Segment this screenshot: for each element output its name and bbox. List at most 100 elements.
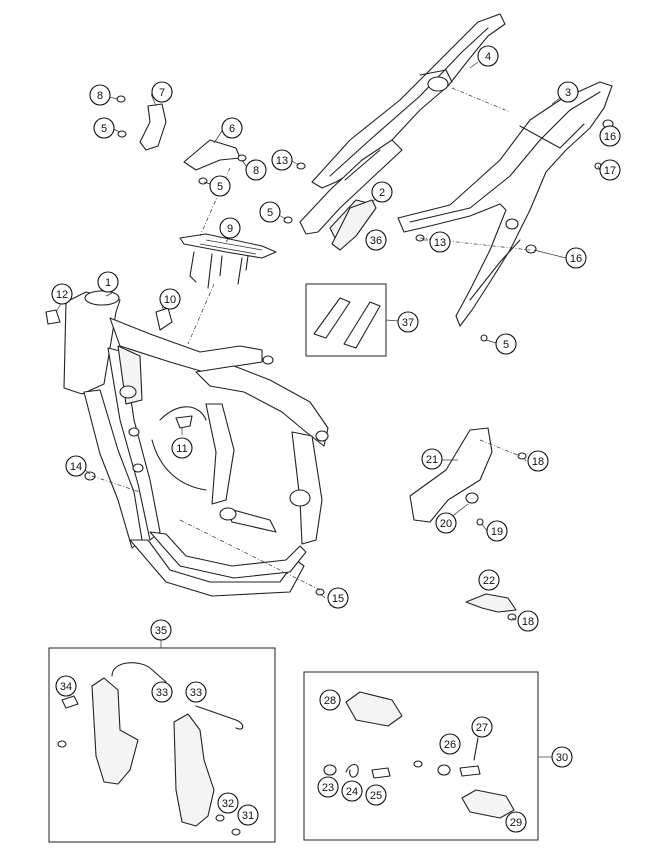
fasteners [84, 95, 614, 621]
callout-5-c: 5 [259, 201, 281, 223]
pin-right [459, 765, 481, 777]
svg-text:10: 10 [164, 294, 176, 306]
callout-19: 19 [486, 520, 508, 542]
guard-2 [331, 199, 377, 251]
callout-31: 31 [237, 804, 259, 826]
subframe-upper-rail [311, 13, 506, 189]
washer-32 [215, 814, 225, 822]
svg-text:5: 5 [101, 123, 107, 135]
callout-2: 2 [371, 181, 393, 203]
washer-right [413, 760, 423, 768]
svg-text:21: 21 [426, 454, 438, 466]
callout-13-b: 13 [429, 231, 451, 253]
svg-text:11: 11 [176, 443, 187, 455]
footpeg-kit-box [303, 671, 539, 841]
callout-25: 25 [365, 784, 387, 806]
callout-16-a: 16 [599, 125, 621, 147]
callout-10: 10 [159, 288, 181, 310]
callout-18-a: 18 [527, 450, 549, 472]
pin-25 [371, 767, 391, 779]
callout-28: 28 [319, 689, 341, 711]
svg-text:3: 3 [565, 87, 571, 99]
svg-text:14: 14 [70, 461, 82, 473]
washer-23 [323, 764, 337, 776]
svg-text:37: 37 [402, 317, 414, 329]
svg-text:30: 30 [556, 752, 568, 764]
svg-text:31: 31 [242, 810, 254, 822]
svg-text:35: 35 [155, 625, 167, 637]
svg-text:33: 33 [156, 687, 168, 699]
nut-31 [231, 828, 241, 836]
callout-17: 17 [599, 159, 621, 181]
svg-text:18: 18 [522, 616, 534, 628]
cable-tie-33a [111, 662, 167, 683]
plug-11 [175, 415, 193, 429]
frame-guard-right [173, 713, 215, 827]
callout-33-a: 33 [151, 681, 173, 703]
svg-text:17: 17 [604, 165, 616, 177]
frame-guard-kit-box [48, 647, 276, 843]
svg-text:34: 34 [60, 681, 72, 693]
svg-text:2: 2 [379, 187, 385, 199]
svg-text:13: 13 [434, 237, 446, 249]
svg-text:4: 4 [485, 51, 491, 63]
callout-3: 3 [557, 81, 579, 103]
callout-36: 36 [365, 229, 387, 251]
callout-7: 7 [151, 81, 173, 103]
bracket-7 [139, 103, 167, 151]
footpeg-29 [461, 789, 515, 819]
svg-text:8: 8 [97, 90, 103, 102]
callout-34: 34 [55, 675, 77, 697]
leader-lines [55, 61, 609, 648]
bracket-6 [183, 139, 241, 171]
callout-27: 27 [471, 716, 493, 738]
clip-34 [61, 695, 79, 709]
svg-text:20: 20 [440, 518, 452, 530]
svg-text:6: 6 [229, 123, 235, 135]
svg-text:1: 1 [105, 277, 111, 289]
callout-1: 1 [97, 271, 119, 293]
guard-22 [465, 593, 517, 613]
spring-24 [345, 763, 359, 778]
svg-text:19: 19 [491, 526, 503, 538]
svg-text:8: 8 [253, 165, 259, 177]
svg-text:7: 7 [159, 87, 165, 99]
svg-text:22: 22 [483, 575, 495, 587]
svg-text:16: 16 [570, 253, 582, 265]
callout-32: 32 [217, 792, 239, 814]
callout-16-b: 16 [565, 247, 587, 269]
callout-5-d: 5 [495, 333, 517, 355]
callout-13-a: 13 [271, 149, 293, 171]
callout-14: 14 [65, 455, 87, 477]
svg-text:5: 5 [217, 181, 223, 193]
callout-8-b: 8 [245, 159, 267, 181]
callout-29: 29 [505, 811, 527, 833]
svg-text:18: 18 [532, 456, 544, 468]
footpeg-28 [345, 691, 403, 727]
callout-22: 22 [478, 569, 500, 591]
svg-text:9: 9 [227, 223, 233, 235]
cable-tie-33b [195, 705, 244, 730]
callout-11: 11 [171, 437, 193, 459]
callout-5-a: 5 [93, 117, 115, 139]
callout-4: 4 [477, 45, 499, 67]
callout-24: 24 [341, 780, 363, 802]
callout-9: 9 [219, 217, 241, 239]
callout-5-b: 5 [209, 175, 231, 197]
fastener-box35 [57, 740, 67, 748]
svg-text:33: 33 [190, 687, 202, 699]
callout-35: 35 [150, 619, 172, 641]
svg-text:23: 23 [322, 782, 334, 794]
subframe-right-side [397, 81, 613, 327]
frame-guard-left [91, 677, 139, 785]
decal-box-37 [305, 283, 387, 357]
svg-text:36: 36 [370, 235, 382, 247]
callout-30: 30 [551, 746, 573, 768]
svg-text:5: 5 [267, 207, 273, 219]
callout-20: 20 [435, 512, 457, 534]
svg-text:29: 29 [510, 817, 522, 829]
washer-26 [437, 764, 451, 776]
callout-12: 12 [51, 283, 73, 305]
callout-18-b: 18 [517, 610, 539, 632]
